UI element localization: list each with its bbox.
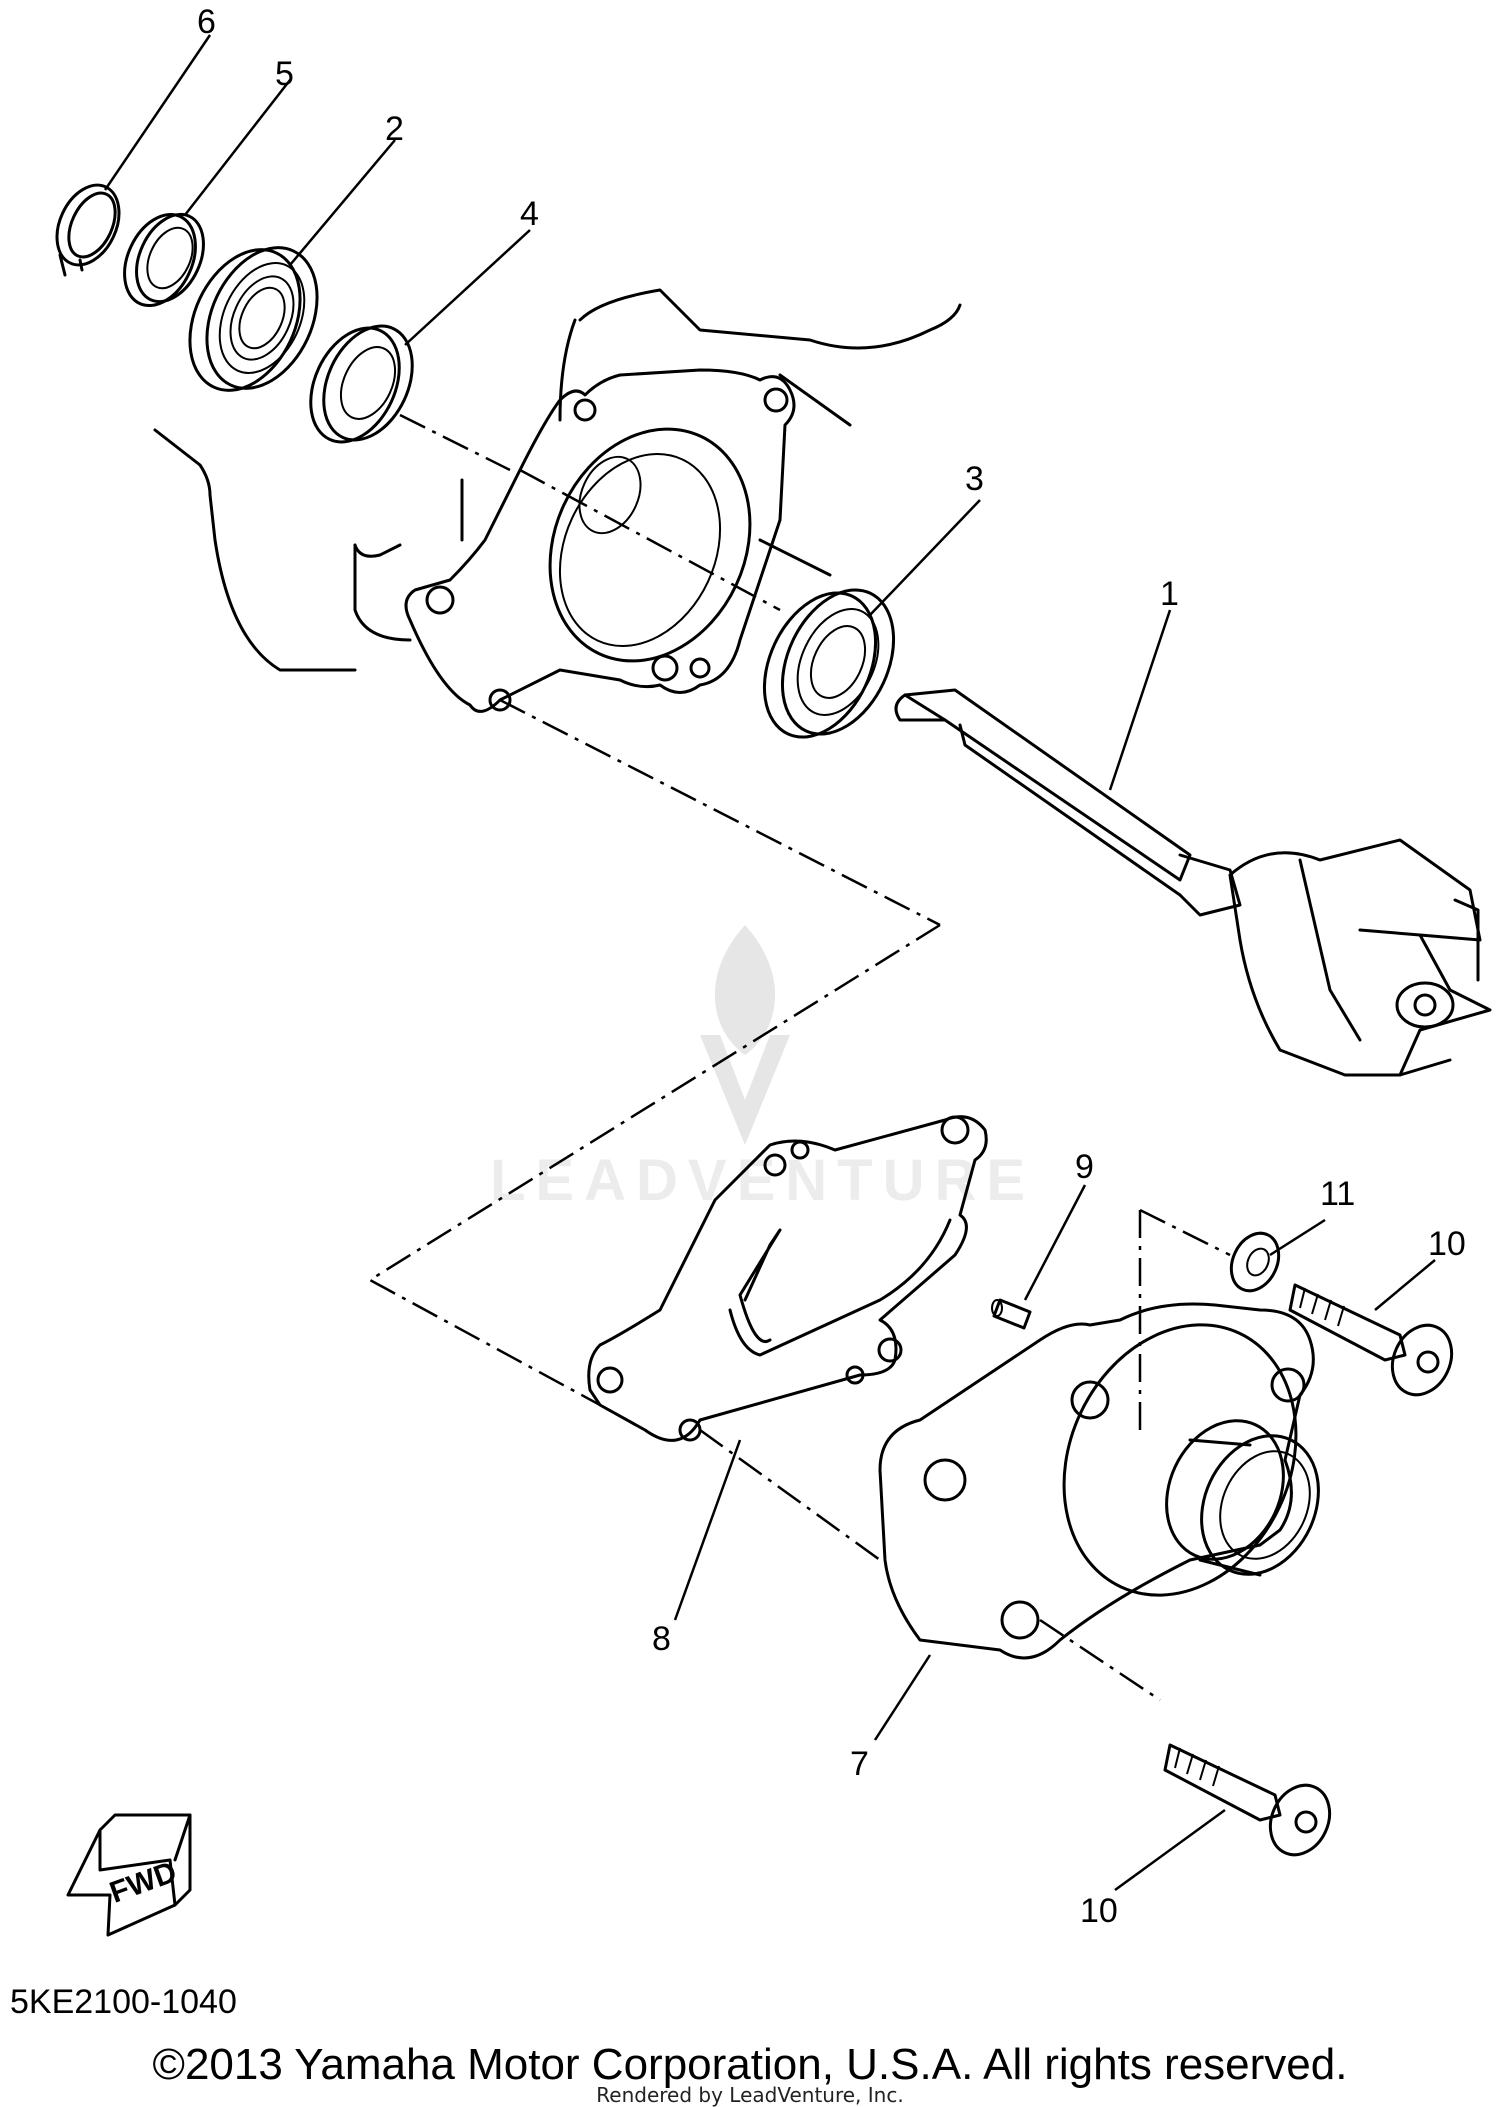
bearing-part-3[interactable] — [743, 572, 916, 755]
callout-1: 1 — [1160, 575, 1179, 613]
oil-seal-part-4[interactable] — [293, 312, 429, 457]
callout-2: 2 — [385, 110, 404, 148]
bolt-part-10-upper[interactable] — [1288, 1283, 1463, 1404]
callout-11: 11 — [1320, 1175, 1355, 1213]
fwd-arrow: FWD — [66, 1813, 192, 1937]
callout-3: 3 — [965, 460, 984, 498]
circlip-part-6[interactable] — [45, 175, 131, 277]
diagram-code: 5KE2100-1040 — [10, 1983, 237, 2021]
copyright-notice: ©2013 Yamaha Motor Corporation, U.S.A. A… — [152, 2040, 1348, 2089]
callout-6: 6 — [197, 3, 216, 41]
callout-4: 4 — [520, 195, 539, 233]
callout-10-upper: 10 — [1428, 1225, 1466, 1263]
callout-9: 9 — [1075, 1148, 1094, 1186]
washer-part-11[interactable] — [1222, 1226, 1287, 1299]
gasket-part-8[interactable] — [587, 1115, 988, 1442]
rendered-by-notice: Rendered by LeadVenture, Inc. — [596, 2083, 904, 2107]
alignment-lines — [367, 413, 1231, 1702]
washer-part-5[interactable] — [111, 203, 217, 317]
crankcase-outline — [153, 288, 962, 672]
watermark-text: LEADVENTURE — [490, 1148, 1035, 1213]
callout-10-lower: 10 — [1080, 1892, 1118, 1930]
callout-7: 7 — [850, 1745, 869, 1783]
callout-8: 8 — [652, 1620, 671, 1658]
impeller-shaft-part-1[interactable] — [894, 688, 1492, 1077]
bearing-part-2[interactable] — [168, 230, 338, 408]
pump-cover-part-7[interactable] — [878, 1287, 1340, 1660]
dowel-pin-part-9[interactable] — [991, 1298, 1032, 1330]
leadventure-watermark: LEADVENTURE — [490, 925, 1035, 1213]
callout-leaders — [103, 34, 1436, 1892]
callout-5: 5 — [275, 55, 294, 93]
pump-housing — [404, 368, 796, 713]
bolt-part-10-lower[interactable] — [1163, 1743, 1341, 1864]
callout-labels: 6 5 2 4 3 1 9 11 10 8 7 10 — [197, 3, 1466, 1930]
